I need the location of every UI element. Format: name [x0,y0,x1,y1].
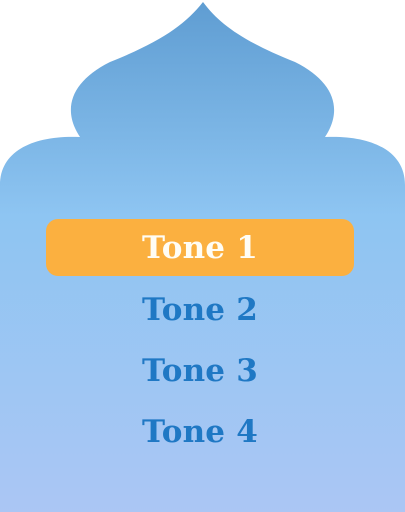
tone-option-3[interactable]: Tone 3 [141,352,258,389]
tone-option-4[interactable]: Tone 4 [141,413,258,450]
tone-option-1[interactable]: Tone 1 [46,219,354,276]
tone-option-2[interactable]: Tone 2 [141,291,258,328]
